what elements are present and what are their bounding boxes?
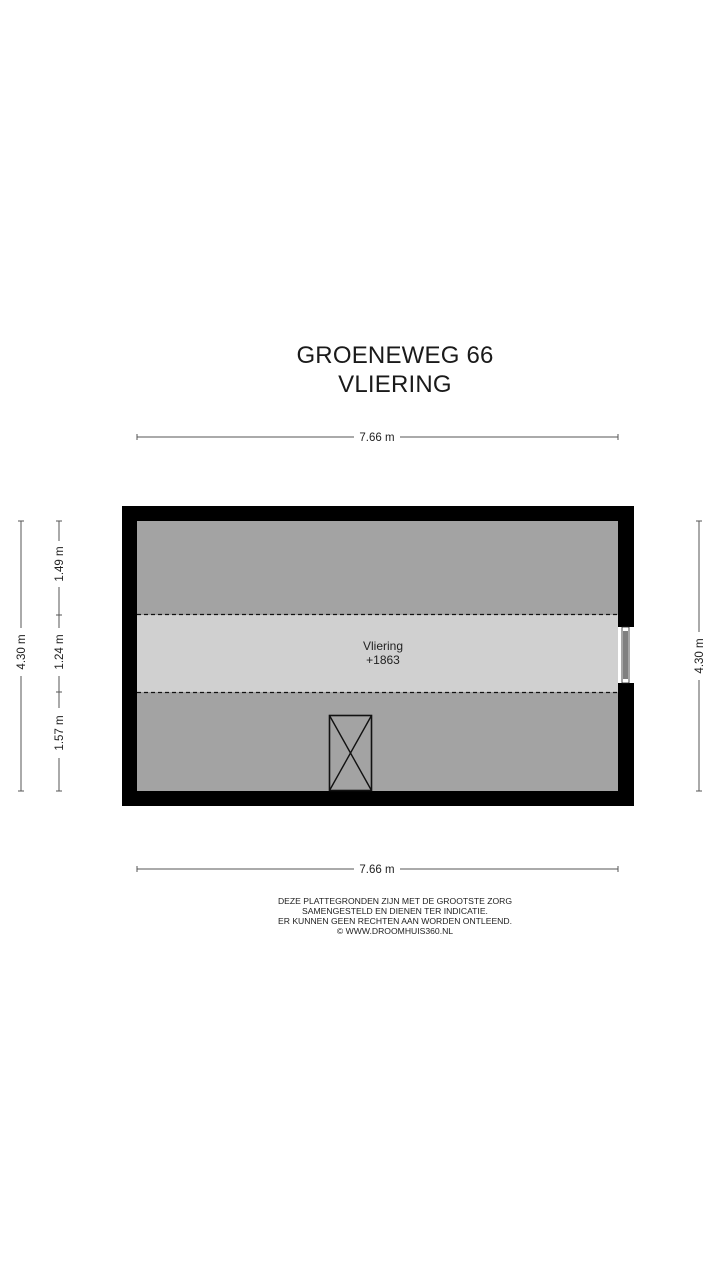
standing-zone	[137, 615, 618, 692]
right-total-label: 4.30 m	[694, 638, 706, 673]
left-total-dimension-line	[18, 520, 24, 792]
low-zone-top	[137, 521, 618, 615]
low-zone-bottom	[137, 692, 618, 791]
room-name: Vliering	[363, 639, 403, 653]
window	[618, 626, 634, 684]
hatch-opening	[328, 714, 373, 792]
address-title: GROENEWEG 66	[296, 342, 494, 369]
left-segment-label-2: 1.24 m	[54, 634, 66, 669]
right-total-dimension-line	[696, 520, 702, 792]
top-dimension-line	[136, 434, 619, 440]
top-width-label: 7.66 m	[359, 432, 394, 444]
disclaimer-line-3: ER KUNNEN GEEN RECHTEN AAN WORDEN ONTLEE…	[278, 916, 512, 926]
bottom-dimension-line	[136, 866, 619, 872]
disclaimer-line-2: SAMENGESTELD EN DIENEN TER INDICATIE.	[302, 906, 488, 916]
left-total-label: 4.30 m	[16, 634, 28, 669]
bottom-width-label: 7.66 m	[359, 864, 394, 876]
left-segment-label-3: 1.57 m	[54, 715, 66, 750]
left-segment-label-1: 1.49 m	[54, 546, 66, 581]
disclaimer-line-4: © WWW.DROOMHUIS360.NL	[336, 926, 454, 936]
floor-title: VLIERING	[338, 371, 452, 398]
left-segment-dimension-line	[56, 520, 62, 792]
room-height: +1863	[366, 653, 400, 667]
disclaimer-line-1: DEZE PLATTEGRONDEN ZIJN MET DE GROOTSTE …	[277, 896, 513, 906]
